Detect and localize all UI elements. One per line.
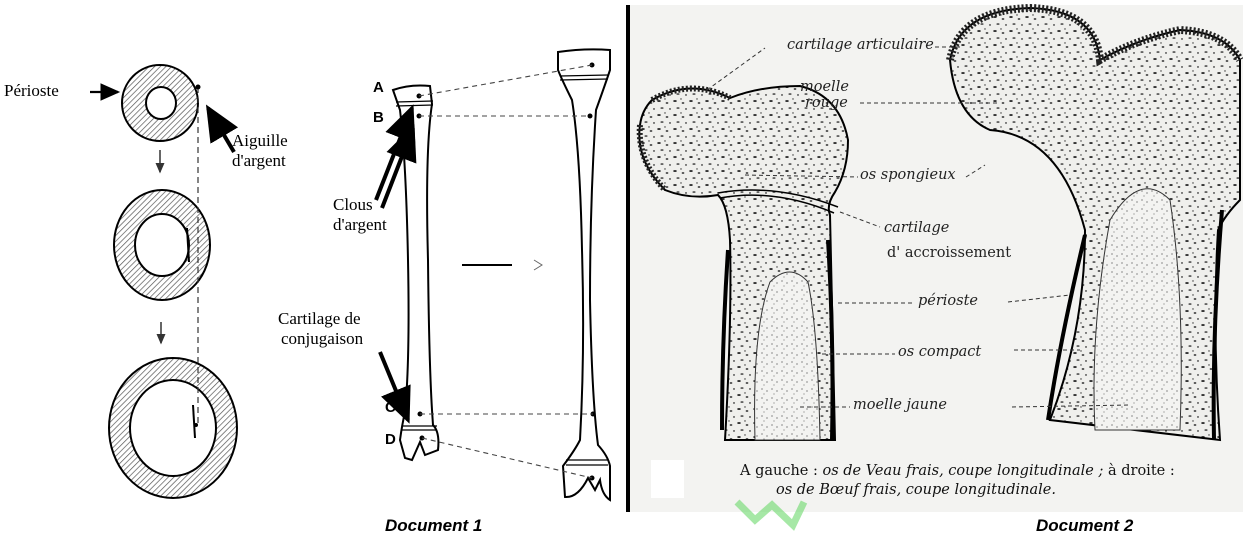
document-divider bbox=[626, 5, 630, 512]
legend-line-2: os de Bœuf frais, coupe longitudinale. bbox=[776, 482, 1056, 498]
point-a-label: A bbox=[373, 80, 384, 97]
growth-cartilage-label-line1: cartilage bbox=[884, 220, 949, 236]
document1-caption: Document 1 bbox=[385, 516, 482, 536]
legend-calf-bone: os de Veau frais, coupe longitudinale ; bbox=[823, 463, 1104, 479]
faint-green-mark bbox=[737, 502, 804, 525]
adult-bone bbox=[558, 49, 610, 500]
legend-line-1: A gauche : os de Veau frais, coupe longi… bbox=[740, 463, 1175, 479]
silver-needle-label-line2: d'argent bbox=[232, 152, 286, 171]
periosteum-label-doc2: périoste bbox=[918, 293, 978, 309]
point-b-label: B bbox=[373, 110, 384, 127]
red-marrow-label-line2: rouge bbox=[805, 95, 848, 111]
compact-bone-label: os compact bbox=[898, 344, 981, 360]
white-patch bbox=[651, 460, 684, 498]
ox-bone-section bbox=[950, 8, 1240, 440]
bone-cross-sections bbox=[90, 65, 237, 498]
point-d-label: D bbox=[385, 432, 396, 449]
bone-connectors bbox=[419, 65, 593, 478]
silver-needle-label-line1: Aiguille bbox=[232, 132, 288, 151]
growth-cartilage-label-line1: Cartilage de bbox=[278, 310, 361, 329]
legend-ox-bone: os de Bœuf frais, coupe longitudinale. bbox=[776, 482, 1056, 498]
silver-nails-label-line2: d'argent bbox=[333, 216, 387, 235]
spongy-bone-label: os spongieux bbox=[860, 167, 956, 183]
red-marrow-label-line1: moelle bbox=[800, 79, 849, 95]
legend-suffix: à droite : bbox=[1103, 463, 1174, 479]
growth-cartilage-label-line2: conjugaison bbox=[281, 330, 363, 349]
silver-nails-label-line1: Clous bbox=[333, 196, 373, 215]
calf-bone-section bbox=[639, 86, 848, 440]
yellow-marrow-label: moelle jaune bbox=[853, 397, 947, 413]
growth-cartilage-label-line2: d' accroissement bbox=[887, 245, 1011, 261]
periosteum-label: Périoste bbox=[4, 82, 59, 101]
point-c-label: C bbox=[385, 400, 396, 417]
legend-prefix: A gauche : bbox=[740, 463, 823, 479]
articular-cartilage-label: cartilage articulaire bbox=[787, 37, 934, 53]
document2-caption: Document 2 bbox=[1036, 516, 1133, 536]
